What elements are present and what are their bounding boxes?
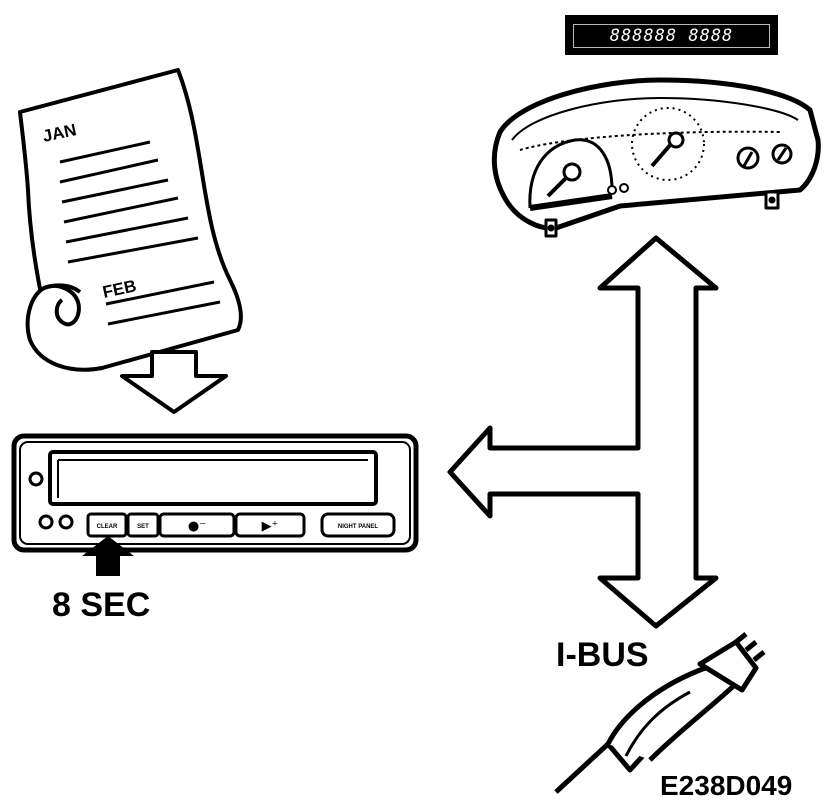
night-panel-button[interactable]: NIGHT PANEL: [320, 512, 396, 538]
bidirectional-arrow-icon: [447, 235, 719, 629]
set-button-label: SET: [137, 524, 149, 530]
plus-button-label: ▶⁺: [262, 519, 279, 534]
connector-plug-icon: [554, 632, 766, 794]
segment-display-readout: 888888 8888: [609, 26, 734, 46]
segment-display: 888888 8888: [565, 15, 778, 55]
clear-button-label: CLEAR: [97, 524, 118, 530]
bus-label: I-BUS: [556, 636, 649, 674]
set-button[interactable]: SET: [126, 512, 160, 538]
panel-light-sensor: [28, 471, 44, 487]
clear-button[interactable]: CLEAR: [86, 512, 128, 538]
plus-button[interactable]: ▶⁺: [234, 512, 306, 538]
panel-led-right: [58, 514, 74, 530]
instrument-cluster-icon: [491, 77, 821, 238]
paper-sheet-icon: [18, 68, 243, 372]
down-arrow-icon: [120, 350, 228, 414]
panel-display-window: [48, 450, 378, 506]
figure-code-label: E238D049: [660, 770, 793, 801]
minus-button[interactable]: ●⁻: [158, 512, 236, 538]
press-arrow-icon: [82, 536, 134, 576]
night-panel-button-label: NIGHT PANEL: [338, 524, 379, 530]
sheet-lines: [59, 140, 221, 326]
hold-time-label: 8 SEC: [52, 586, 151, 624]
panel-led-left: [38, 514, 54, 530]
minus-button-label: ●⁻: [188, 519, 206, 534]
segment-display-window: 888888 8888: [573, 24, 770, 48]
